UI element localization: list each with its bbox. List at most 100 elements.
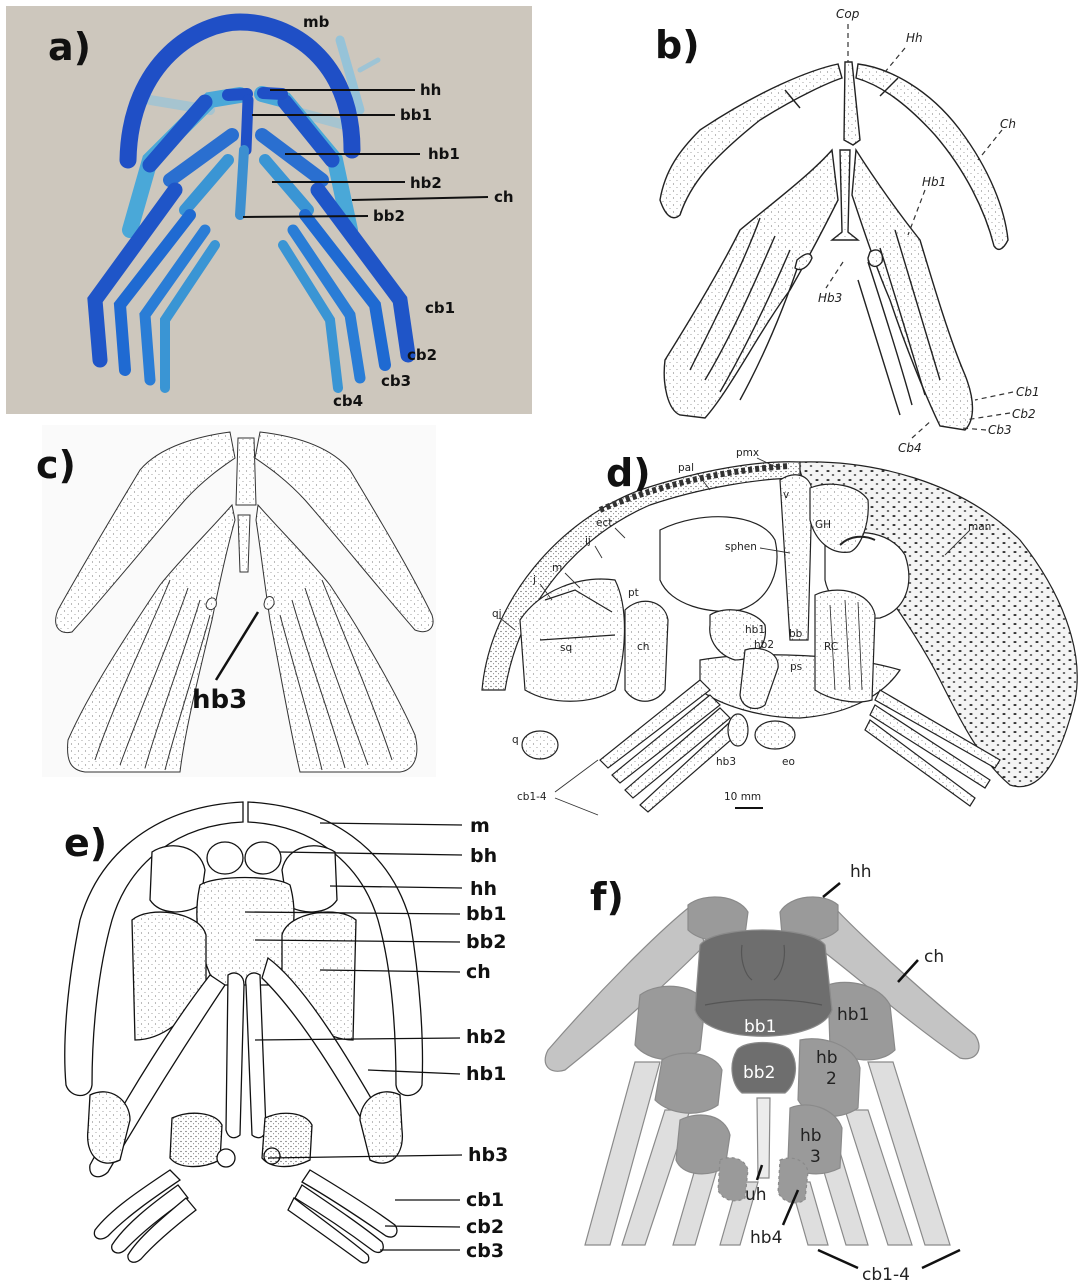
panel-e-hb3-knob-right bbox=[264, 1148, 280, 1164]
panel-e-label-cb2: cb2 bbox=[466, 1216, 504, 1238]
panel-c-copula bbox=[236, 438, 256, 505]
panel-d-label-ch: ch bbox=[637, 641, 649, 653]
panel-d-label-hb3: hb3 bbox=[716, 756, 736, 768]
panel-b-label-cb4: Cb4 bbox=[898, 441, 922, 455]
panel-f-label-hb1: hb1 bbox=[837, 1005, 869, 1025]
panel-f-label-bb1: bb1 bbox=[744, 1017, 776, 1037]
panel-f-label-uh: uh bbox=[745, 1185, 767, 1205]
panel-c-label-hb3: hb3 bbox=[192, 685, 247, 715]
panel-d-label-ect: ect bbox=[596, 517, 612, 529]
panel-e-label-cb3: cb3 bbox=[466, 1240, 504, 1262]
panel-f-label-cb1-4: cb1-4 bbox=[862, 1265, 910, 1285]
panel-a-label-hh: hh bbox=[420, 81, 441, 99]
panel-e: e) m bh hh bb1 bb2 ch hb2 hb1 hb3 cb1 cb… bbox=[64, 802, 508, 1263]
panel-d-label-j: j bbox=[532, 574, 536, 586]
panel-d-label-sq: sq bbox=[560, 642, 572, 654]
panel-d-label-v: v bbox=[783, 489, 789, 501]
panel-c-bb2 bbox=[238, 515, 250, 572]
panel-e-label-m: m bbox=[470, 815, 490, 837]
panel-e-label-bb1: bb1 bbox=[466, 903, 506, 925]
panel-d-label-q: q bbox=[512, 734, 519, 746]
panel-b-label-hh: Hh bbox=[906, 31, 923, 45]
panel-d-label-gh: GH bbox=[815, 519, 831, 531]
panel-a-label-hb1: hb1 bbox=[428, 145, 460, 163]
panel-a: a) mb hh bb1 hb1 hb2 ch bb2 cb1 cb2 cb3 … bbox=[6, 6, 532, 414]
panel-b-right-arch bbox=[852, 150, 973, 430]
panel-b-right-hb3 bbox=[868, 250, 882, 266]
panel-d-label-m: m bbox=[552, 562, 562, 574]
panel-f-label-hh: hh bbox=[850, 862, 872, 882]
panel-d-letter: d) bbox=[606, 451, 651, 495]
panel-b: b) Cop Hh Ch Hb1 Hb3 Cb1 Cb2 Cb3 Cb4 bbox=[655, 7, 1040, 455]
panel-d-label-cb1-4: cb1-4 bbox=[517, 791, 547, 803]
panel-a-label-hb2: hb2 bbox=[410, 174, 442, 192]
panel-b-label-cop: Cop bbox=[836, 7, 860, 21]
panel-d-label-hb1: hb1 bbox=[745, 624, 765, 636]
panel-e-label-bh: bh bbox=[470, 845, 497, 867]
panel-f-letter: f) bbox=[590, 875, 624, 919]
panel-e-hb2-right bbox=[246, 973, 266, 1138]
panel-b-label-cb2: Cb2 bbox=[1012, 407, 1036, 421]
panel-e-letter: e) bbox=[64, 821, 107, 865]
panel-f-uh bbox=[757, 1098, 770, 1178]
panel-e-bh-left bbox=[207, 842, 243, 874]
panel-d-label-hb2: hb2 bbox=[754, 639, 774, 651]
panel-f-label-bb2: bb2 bbox=[743, 1063, 775, 1083]
panel-f-label-hb-a: hb bbox=[816, 1048, 838, 1068]
panel-d-q bbox=[522, 731, 558, 759]
panel-f-hb4-left bbox=[718, 1158, 748, 1201]
panel-f-label-hb4: hb4 bbox=[750, 1228, 782, 1248]
panel-e-label-hh: hh bbox=[470, 878, 497, 900]
panel-d-label-pt: pt bbox=[628, 587, 639, 599]
panel-a-label-cb4: cb4 bbox=[333, 392, 363, 410]
panel-d-label-rc: RC bbox=[824, 641, 838, 653]
panel-b-letter: b) bbox=[655, 23, 700, 67]
panel-f-label-ch: ch bbox=[924, 947, 944, 967]
panel-f-hb1-left bbox=[635, 986, 705, 1059]
panel-d-hb3 bbox=[728, 714, 748, 746]
panel-e-label-hb2: hb2 bbox=[466, 1026, 506, 1048]
panel-e-hb3-left bbox=[170, 1113, 222, 1166]
panel-d-label-ij: ij bbox=[585, 535, 591, 547]
panel-a-label-mb: mb bbox=[303, 13, 330, 31]
panel-d-label-pal: pal bbox=[678, 462, 694, 474]
panel-d-orbit-left bbox=[660, 517, 777, 612]
panel-a-letter: a) bbox=[48, 25, 91, 69]
panel-b-label-cb3: Cb3 bbox=[988, 423, 1012, 437]
panel-c-letter: c) bbox=[36, 443, 76, 487]
panel-e-label-bb2: bb2 bbox=[466, 931, 506, 953]
panel-e-bh-right bbox=[245, 842, 281, 874]
panel-e-ceratobranchials bbox=[94, 1170, 397, 1263]
panel-f-label-2: 2 bbox=[826, 1069, 837, 1089]
panel-e-label-ch: ch bbox=[466, 961, 491, 983]
panel-d-label-sphen: sphen bbox=[725, 541, 757, 553]
panel-f-hb2-left bbox=[655, 1053, 722, 1113]
panel-f-label-3: 3 bbox=[810, 1147, 821, 1167]
panel-b-label-hb3: Hb3 bbox=[818, 291, 842, 305]
panel-d-label-eo: eo bbox=[782, 756, 795, 768]
panel-f: f) hh ch bb1 hb1 hb 2 bb2 hb 3 uh hb4 cb… bbox=[545, 862, 979, 1285]
panel-d-label-man: man bbox=[968, 521, 991, 533]
panel-a-label-cb3: cb3 bbox=[381, 372, 411, 390]
panel-a-label-bb1: bb1 bbox=[400, 106, 432, 124]
panel-e-label-hb1: hb1 bbox=[466, 1063, 506, 1085]
panel-d-label-bb: bb bbox=[789, 628, 803, 640]
panel-d-scale-label: 10 mm bbox=[724, 791, 761, 803]
panel-a-label-cb2: cb2 bbox=[407, 346, 437, 364]
panel-c: c) hb3 bbox=[36, 425, 436, 777]
panel-d-label-pmx: pmx bbox=[736, 447, 759, 459]
panel-d-label-ps: ps bbox=[790, 661, 802, 673]
panel-f-hb4-right bbox=[778, 1158, 808, 1203]
panel-e-label-hb3: hb3 bbox=[468, 1144, 508, 1166]
panel-d: d) pmx pal ect ij v GH sphen man m j pt … bbox=[482, 447, 1077, 815]
panel-e-label-cb1: cb1 bbox=[466, 1189, 504, 1211]
panel-b-label-hb1: Hb1 bbox=[922, 175, 946, 189]
panel-d-eo bbox=[755, 721, 795, 749]
panel-e-hb3-knob-left bbox=[217, 1149, 235, 1167]
panel-b-label-ch: Ch bbox=[1000, 117, 1016, 131]
panel-e-hb2-left bbox=[226, 973, 244, 1138]
panel-d-label-qj: qj bbox=[492, 608, 502, 620]
panel-a-label-ch: ch bbox=[494, 188, 514, 206]
panel-a-label-bb2: bb2 bbox=[373, 207, 405, 225]
